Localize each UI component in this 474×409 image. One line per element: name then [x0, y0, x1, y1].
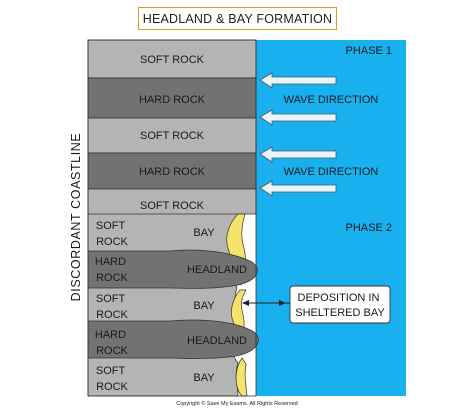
sea [256, 40, 406, 396]
bay-sand-3 [235, 357, 248, 397]
deposition-callout: DEPOSITION IN SHELTERED BAY [242, 285, 391, 324]
headland-label: HEADLAND [187, 264, 247, 276]
band-label: SOFT ROCK [140, 130, 205, 142]
wave-arrows [259, 72, 337, 197]
phase1-soft-rock-band-2 [87, 117, 257, 154]
bay-label: BAY [193, 227, 215, 239]
diagram-title: HEADLAND & BAY FORMATION [138, 7, 337, 30]
rock-label: HARD ROCK [95, 256, 129, 284]
wave-direction-label: WAVE DIRECTION [284, 94, 379, 106]
rock-label: SOFT ROCK [96, 293, 129, 321]
bay-label: BAY [193, 372, 215, 384]
wave-arrow-1 [259, 72, 337, 89]
band-label: HARD ROCK [139, 166, 206, 178]
callout-text: DEPOSITION IN SHELTERED BAY [295, 292, 385, 319]
rock-label: HARD ROCK [95, 329, 129, 357]
phase1-label: PHASE 1 [346, 45, 392, 57]
land-outline [87, 39, 257, 397]
rock-label: SOFT ROCK [96, 220, 129, 248]
wave-arrow-4 [259, 180, 337, 197]
callout-arrowhead [242, 300, 249, 306]
phase1-hard-rock-band-1 [87, 77, 257, 119]
bay-label: BAY [193, 300, 215, 312]
headland-label: HEADLAND [187, 335, 247, 347]
callout-arrowhead [279, 300, 286, 306]
wave-direction-label: WAVE DIRECTION [284, 166, 379, 178]
copyright-text: Copyright © Save My Exams. All Rights Re… [176, 400, 297, 407]
side-label: DISCORDANT COASTLINE [69, 133, 83, 302]
phase2-label: PHASE 2 [346, 222, 392, 234]
rock-label: SOFT ROCK [96, 365, 129, 393]
band-label: HARD ROCK [139, 94, 206, 106]
wave-arrow-3 [259, 146, 337, 163]
callout-box [289, 285, 391, 324]
band-label: SOFT ROCK [140, 200, 205, 212]
phase1-hard-rock-band-2 [87, 152, 257, 190]
wave-arrow-2 [259, 109, 337, 126]
band-label: SOFT ROCK [140, 54, 205, 66]
